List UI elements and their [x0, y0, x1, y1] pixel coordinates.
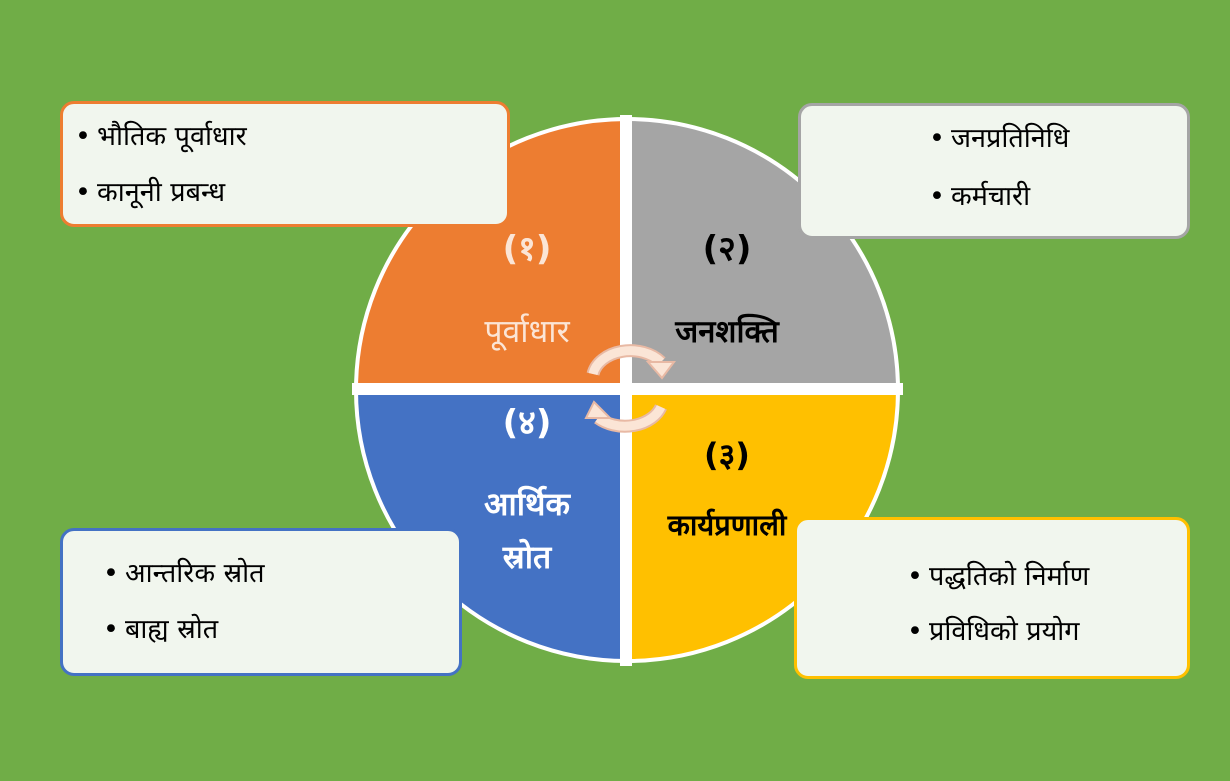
box-infrastructure-items: •भौतिक पूर्वाधार •कानूनी प्रबन्ध	[60, 101, 510, 227]
list-item: •पद्धतिको निर्माण	[907, 561, 1090, 592]
quadrant-3-title: कार्यप्रणाली	[667, 508, 788, 542]
list-item: •जनप्रतिनिधि	[929, 123, 1070, 154]
list-item: •प्रविधिको प्रयोग	[907, 616, 1080, 647]
cycle-arrows-icon	[584, 344, 676, 433]
list-item: •कानूनी प्रबन्ध	[75, 177, 226, 208]
bullet: •	[103, 614, 119, 645]
box-manpower-items: •जनप्रतिनिधि •कर्मचारी	[798, 103, 1190, 239]
quadrant-3-number: (३)	[704, 436, 750, 474]
bullet: •	[103, 558, 119, 589]
quadrant-methodology	[627, 390, 898, 661]
box-methodology-items: •पद्धतिको निर्माण •प्रविधिको प्रयोग	[794, 517, 1190, 679]
box-financial-items: •आन्तरिक स्रोत •बाह्य स्रोत	[60, 528, 462, 676]
horizontal-divider	[352, 383, 903, 395]
bullet: •	[907, 561, 923, 592]
bullet: •	[929, 123, 945, 154]
quadrant-4-number: (४)	[503, 403, 552, 443]
list-item: •भौतिक पूर्वाधार	[75, 121, 247, 152]
quadrant-2-title: जनशक्ति	[674, 313, 780, 350]
list-item: •आन्तरिक स्रोत	[103, 558, 265, 589]
quadrant-1-number: (१)	[503, 229, 552, 269]
quadrant-infrastructure	[356, 119, 627, 390]
quadrant-4-title-line1: आर्थिक	[484, 485, 571, 523]
quadrant-1-title: पूर्वाधार	[484, 312, 570, 351]
quadrant-manpower	[627, 119, 898, 390]
quadrant-financial-source	[356, 390, 627, 661]
bullet: •	[75, 177, 91, 208]
bullet: •	[907, 616, 923, 647]
list-item: •बाह्य स्रोत	[103, 614, 219, 645]
bullet: •	[929, 181, 945, 212]
list-item: •कर्मचारी	[929, 181, 1031, 212]
quadrant-4-title-line2: स्रोत	[502, 538, 553, 576]
quadrant-2-number: (२)	[703, 229, 752, 269]
bullet: •	[75, 121, 91, 152]
